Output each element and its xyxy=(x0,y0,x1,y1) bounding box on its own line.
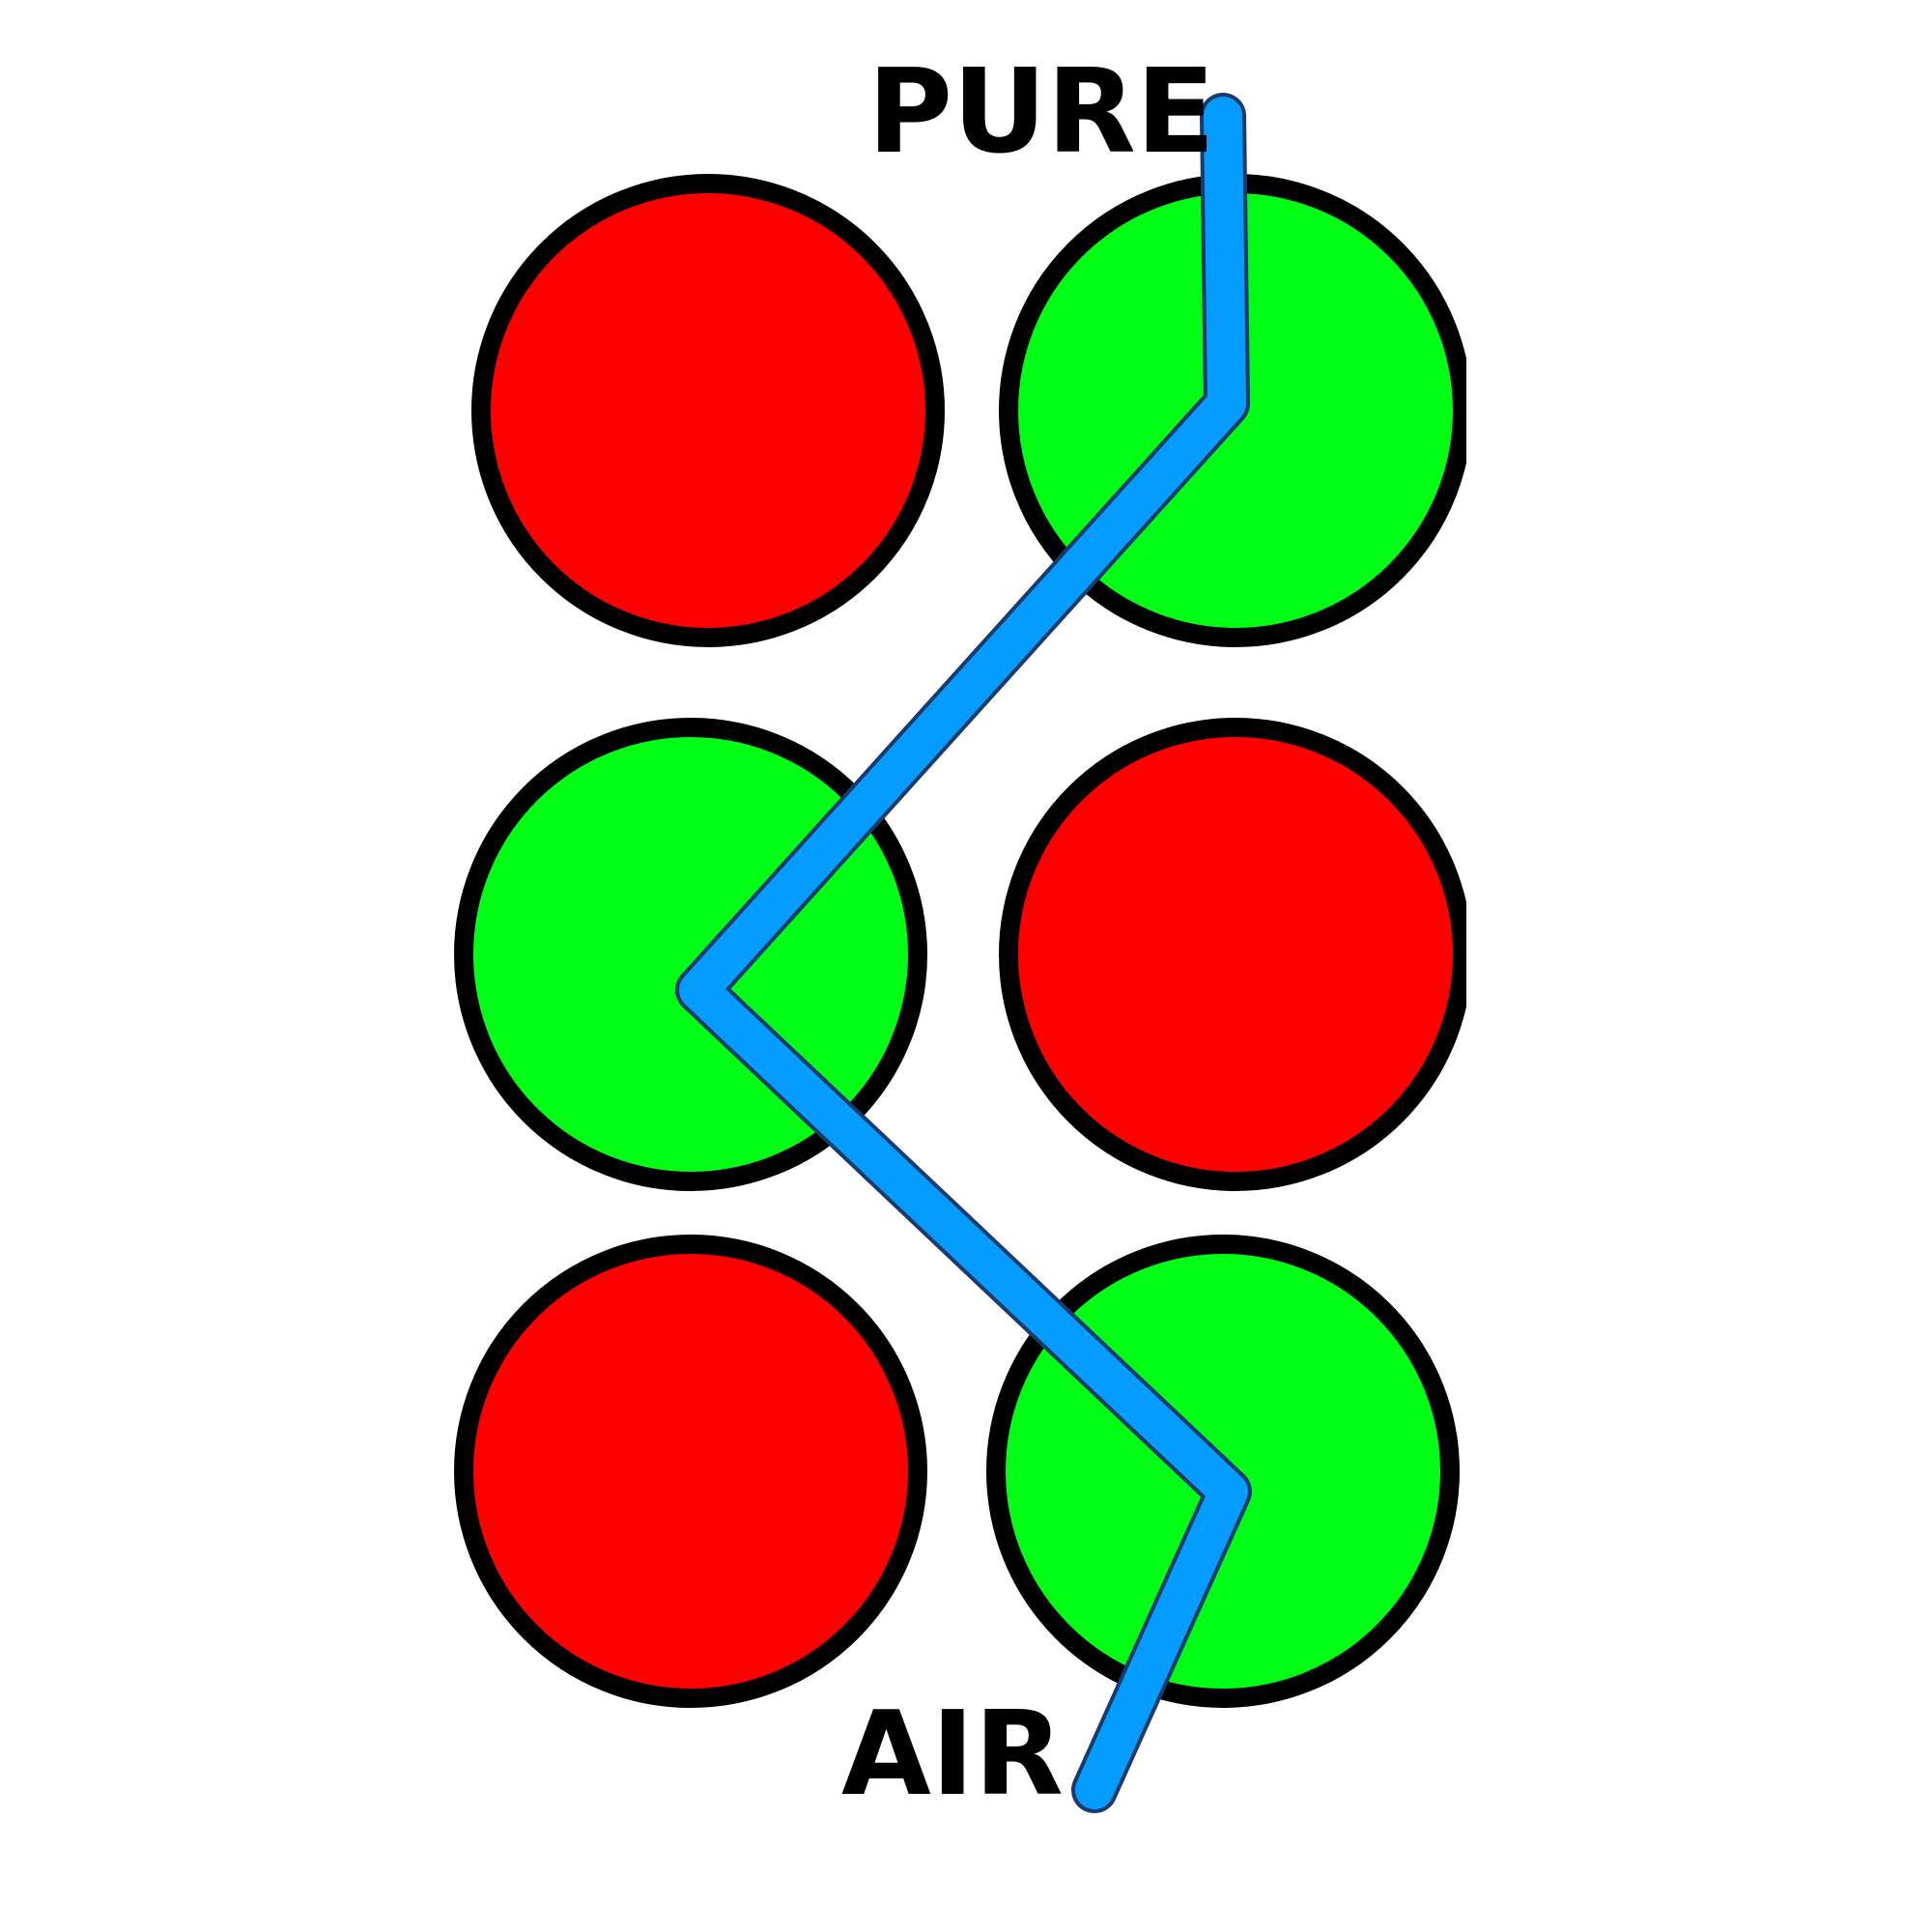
pure-label: PURE xyxy=(867,45,1215,180)
air-flow-path xyxy=(675,93,1252,1813)
circle-grid xyxy=(454,174,1466,1708)
air-flow-path-line xyxy=(679,97,1248,1809)
circle-row1-left xyxy=(471,174,945,647)
circle-row3-left xyxy=(454,1235,927,1708)
circle-row2-right xyxy=(999,718,1466,1191)
air-label: AIR xyxy=(841,1688,1064,1822)
